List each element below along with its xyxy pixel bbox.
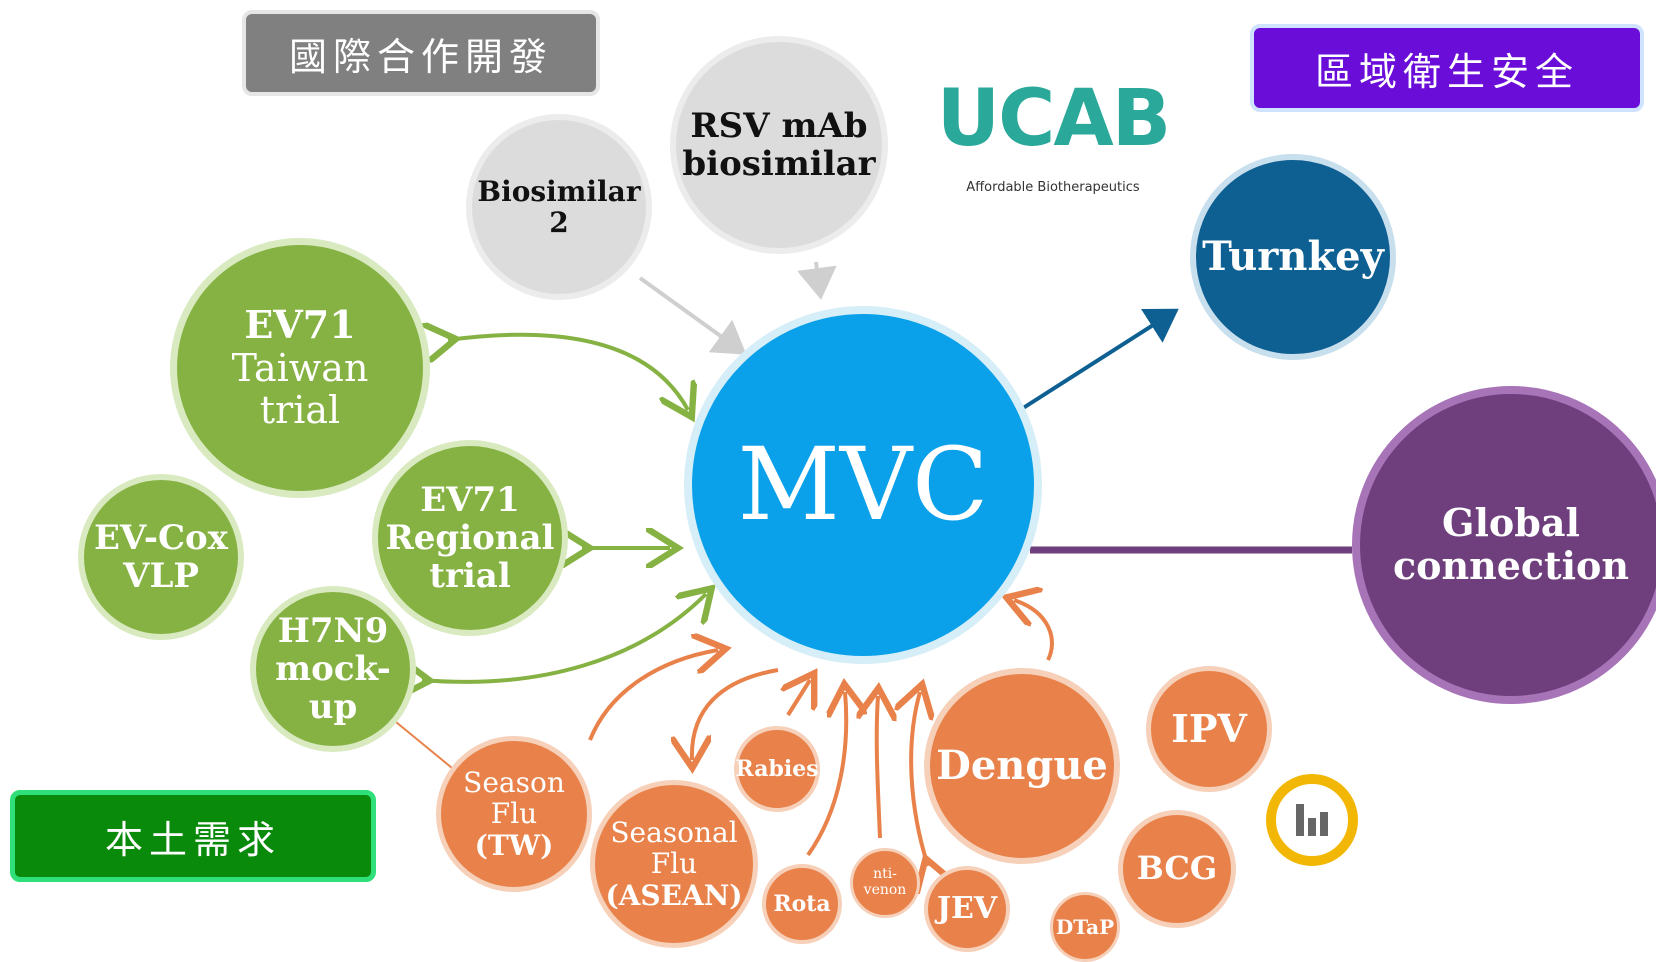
anti-venom-label: nti-venon bbox=[863, 866, 907, 898]
tag-regional-label: 區域衛生安全 bbox=[1314, 49, 1579, 94]
h7n9-line1: H7N9 bbox=[277, 610, 389, 651]
jev-label: JEV bbox=[936, 891, 998, 927]
arrow-seasonal-asean bbox=[692, 668, 779, 760]
arrow-biosimilar2 bbox=[638, 276, 747, 355]
line-h7n9-season bbox=[395, 721, 453, 769]
tag-local-needs: 本土需求 bbox=[10, 790, 376, 882]
arrow-h7n9 bbox=[422, 594, 706, 682]
tag-regional-health-security: 區域衛生安全 bbox=[1250, 24, 1644, 112]
arrow-dengue bbox=[1014, 600, 1054, 661]
turnkey-label: Turnkey bbox=[1202, 232, 1384, 280]
rsv-line2: biosimilar bbox=[682, 144, 876, 184]
season-tw-line1: Season Flu bbox=[463, 765, 565, 831]
node-season-flu-tw: Season Flu(TW) bbox=[436, 736, 592, 892]
arrow-season-tw bbox=[588, 650, 718, 741]
arrow-jev bbox=[911, 692, 928, 866]
global-line2: connection bbox=[1392, 543, 1629, 588]
arrow-ev71-taiwan bbox=[448, 335, 688, 410]
ucab-logo-wordmark: UCAB bbox=[936, 74, 1171, 164]
ucab-logo: UCAB Affordable Biotherapeutics bbox=[928, 74, 1178, 204]
bcg-label: BCG bbox=[1136, 849, 1218, 888]
mvc-label: MVC bbox=[737, 426, 989, 543]
arrow-antivenom bbox=[877, 696, 880, 839]
tag-international-cooperation: 國際合作開發 bbox=[242, 10, 600, 96]
arrow-rabies bbox=[788, 680, 810, 717]
node-turnkey: Turnkey bbox=[1190, 154, 1396, 360]
season-tw-line2: (TW) bbox=[474, 828, 554, 862]
node-jev: JEV bbox=[924, 866, 1010, 952]
biosimilar2-line1: Biosimilar bbox=[477, 174, 641, 208]
ev71-regional-line3: trial bbox=[429, 556, 511, 597]
arrow-rota bbox=[806, 692, 846, 857]
biosimilar2-line2: 2 bbox=[549, 206, 569, 239]
global-line1: Global bbox=[1442, 500, 1580, 546]
ev71-regional-line1: EV71 bbox=[420, 479, 520, 520]
ev71-taiwan-line3: trial bbox=[259, 388, 341, 433]
bar-chart-glyph bbox=[1296, 804, 1328, 836]
seasonal-asean-line2: Flu bbox=[650, 847, 698, 881]
dtap-label: DTaP bbox=[1055, 914, 1115, 939]
evcox-line2: VLP bbox=[123, 556, 199, 596]
ev71-regional-line2: Regional bbox=[385, 517, 555, 558]
tag-local-label: 本土需求 bbox=[104, 817, 281, 862]
seasonal-asean-line3: (ASEAN) bbox=[605, 878, 743, 912]
ipv-label: IPV bbox=[1171, 705, 1247, 751]
node-rabies: Rabies bbox=[734, 726, 820, 812]
ucab-logo-subtitle: Affordable Biotherapeutics bbox=[966, 180, 1140, 195]
bar-chart-icon bbox=[1266, 774, 1358, 866]
node-ipv: IPV bbox=[1146, 666, 1272, 792]
node-mvc: MVC bbox=[684, 306, 1042, 664]
node-rota: Rota bbox=[762, 864, 842, 944]
seasonal-asean-line1: Seasonal bbox=[610, 815, 738, 849]
dengue-label: Dengue bbox=[936, 741, 1108, 789]
node-dtap: DTaP bbox=[1050, 892, 1120, 962]
rsv-line1: RSV mAb bbox=[690, 105, 868, 146]
rota-label: Rota bbox=[773, 890, 831, 917]
evcox-line1: EV-Cox bbox=[94, 517, 228, 558]
rabies-label: Rabies bbox=[735, 755, 819, 782]
node-bcg: BCG bbox=[1118, 810, 1236, 928]
tag-international-label: 國際合作開發 bbox=[288, 34, 553, 79]
ev71-taiwan-line2: Taiwan bbox=[231, 345, 369, 390]
node-dengue: Dengue bbox=[924, 668, 1120, 864]
arrow-rsv bbox=[797, 261, 837, 300]
ev71-taiwan-line1: EV71 bbox=[244, 302, 356, 348]
node-anti-venom: nti-venon bbox=[850, 848, 920, 918]
arrow-turnkey bbox=[1018, 308, 1179, 412]
h7n9-line2: mock-up bbox=[275, 648, 391, 728]
